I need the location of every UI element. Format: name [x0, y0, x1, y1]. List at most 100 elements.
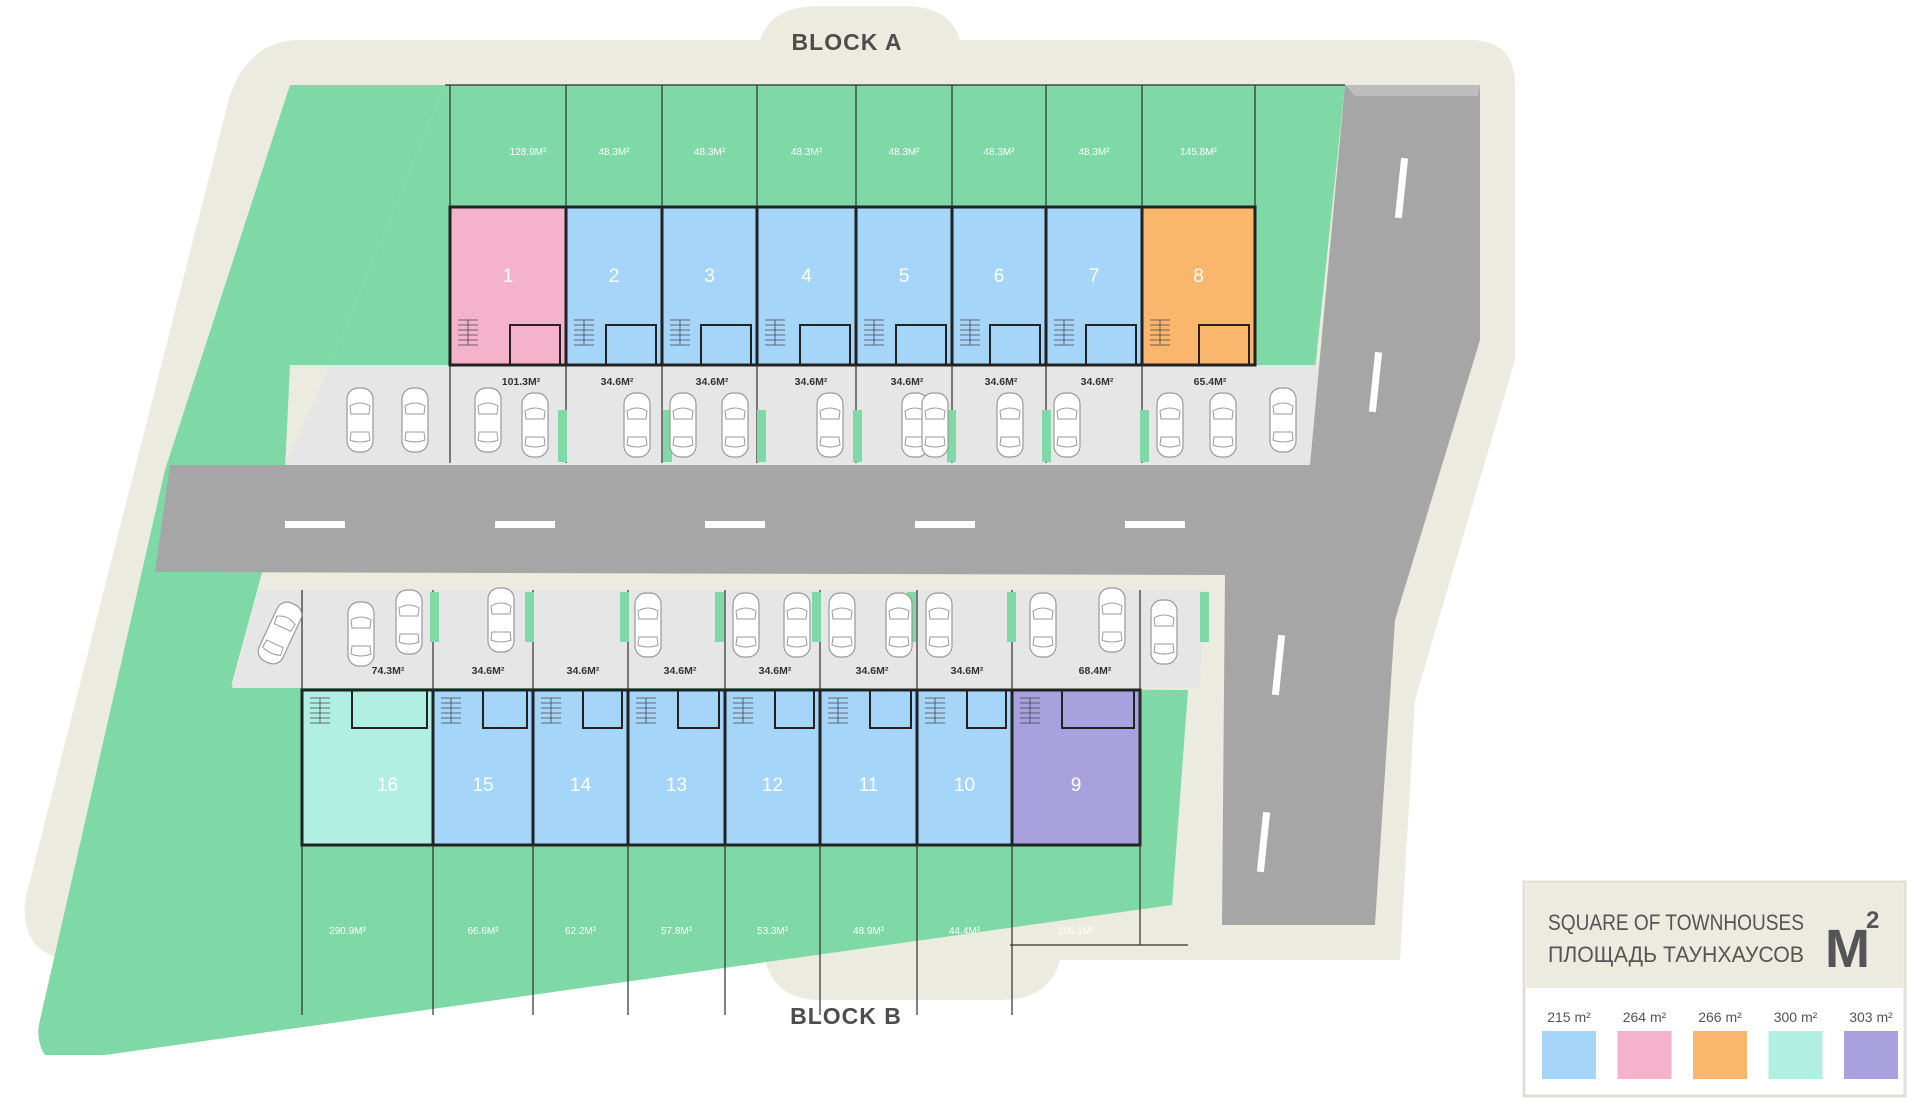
interior-wall: [989, 324, 1041, 365]
parked-car: [1029, 592, 1057, 658]
lane-dash: [1271, 634, 1286, 696]
garden-area-label: 48.3M²: [983, 147, 1015, 158]
staircase: [541, 697, 561, 724]
hedge: [663, 410, 672, 462]
legend-title-line1: SQUARE OF TOWNHOUSES: [1548, 910, 1804, 935]
townhouse-14[interactable]: 14: [531, 688, 630, 847]
parked-car: [669, 392, 697, 458]
unit-number: 4: [801, 266, 812, 287]
parking-area-label: 68.4M²: [1079, 665, 1112, 677]
unit-number: 9: [1071, 775, 1082, 796]
parked-car: [487, 587, 515, 653]
townhouse-8[interactable]: 8: [1140, 205, 1257, 367]
garden-area-label: 57.8M²: [661, 926, 693, 937]
townhouse-footprint: [302, 690, 433, 845]
lane-dash: [705, 521, 765, 528]
staircase: [864, 319, 884, 346]
block-b: 16290.9M²74.3M²1566.6M²34.6M²1462.2M²34.…: [257, 587, 1209, 1015]
legend-area-label: 215 m²: [1547, 1009, 1591, 1025]
hedge: [812, 592, 821, 642]
townhouse-11[interactable]: 11: [818, 688, 919, 847]
parked-car: [401, 387, 429, 453]
staircase: [310, 697, 330, 724]
parked-car: [1156, 392, 1184, 458]
lane-dash: [1368, 351, 1383, 413]
unit-number: 11: [859, 775, 879, 796]
hedge: [853, 410, 862, 462]
parking-area-label: 34.6M²: [856, 665, 889, 677]
parked-car: [1053, 392, 1081, 458]
garden-area-label: 48.3M²: [791, 147, 823, 158]
townhouse-10[interactable]: 10: [915, 688, 1014, 847]
staircase: [1020, 697, 1040, 724]
hedge: [1140, 410, 1149, 462]
townhouse-3[interactable]: 3: [660, 205, 759, 367]
townhouse-2[interactable]: 2: [564, 205, 664, 367]
interior-wall: [700, 324, 752, 365]
staircase: [670, 319, 690, 346]
road-markings: [285, 157, 1409, 873]
parked-car: [783, 592, 811, 658]
parking-area-label: 34.6M²: [759, 665, 792, 677]
townhouse-footprint: [820, 690, 917, 845]
interior-wall: [677, 690, 720, 729]
unit-number: 10: [954, 775, 975, 796]
staircase: [1054, 319, 1074, 346]
townhouse-footprint: [566, 207, 662, 365]
parked-car: [346, 387, 374, 453]
lane-dash: [1394, 157, 1409, 219]
townhouse-16[interactable]: 16: [300, 688, 435, 847]
interior-wall: [1061, 690, 1135, 729]
hedge: [715, 592, 724, 642]
townhouse-12[interactable]: 12: [723, 688, 822, 847]
parking-area-label: 34.6M²: [985, 376, 1018, 388]
parked-car: [1098, 587, 1126, 653]
unit-number: 13: [666, 775, 687, 796]
townhouse-footprint: [1012, 690, 1140, 845]
lane-dash: [915, 521, 975, 528]
interior-wall: [1085, 324, 1137, 365]
townhouse-13[interactable]: 13: [626, 688, 727, 847]
legend-area-label: 303 m²: [1849, 1009, 1893, 1025]
townhouse-15[interactable]: 15: [431, 688, 535, 847]
hedge: [558, 410, 567, 462]
parked-car: [347, 601, 375, 667]
legend-area-label: 264 m²: [1623, 1009, 1667, 1025]
legend-unit-power: 2: [1866, 907, 1879, 934]
garden-area-label: 48.3M²: [598, 147, 630, 158]
staircase: [458, 319, 478, 346]
lane-dash: [285, 521, 345, 528]
staircase: [765, 319, 785, 346]
parking-area-label: 34.6M²: [601, 376, 634, 388]
townhouse-9[interactable]: 9: [1010, 688, 1142, 847]
townhouse-footprint: [757, 207, 856, 365]
garden-area-label: 48.3M²: [888, 147, 920, 158]
townhouse-1[interactable]: 1: [448, 205, 568, 367]
hedge: [1007, 592, 1016, 642]
parked-car: [828, 592, 856, 658]
parking-area-label: 34.6M²: [696, 376, 729, 388]
garden-area-label: 66.6M²: [467, 926, 499, 937]
staircase: [636, 697, 656, 724]
interior-wall: [774, 690, 815, 729]
legend-unit-symbol: M: [1825, 919, 1870, 979]
parked-car: [395, 589, 423, 655]
parked-car: [474, 387, 502, 453]
garden-area-label: 128.9M²: [510, 147, 547, 158]
townhouse-7[interactable]: 7: [1044, 205, 1144, 367]
parked-car: [732, 592, 760, 658]
townhouse-5[interactable]: 5: [854, 205, 954, 367]
garden-area-label: 106.1M²: [1058, 926, 1095, 937]
interior-wall: [351, 690, 428, 729]
unit-number: 12: [762, 775, 783, 796]
townhouse-4[interactable]: 4: [755, 205, 858, 367]
block-b-label: BLOCK B: [790, 1003, 902, 1029]
hedge: [757, 410, 766, 462]
staircase: [925, 697, 945, 724]
interior-wall: [799, 324, 851, 365]
unit-number: 3: [704, 266, 715, 287]
staircase: [960, 319, 980, 346]
townhouse-footprint: [917, 690, 1012, 845]
townhouse-6[interactable]: 6: [950, 205, 1048, 367]
unit-number: 8: [1193, 266, 1204, 287]
